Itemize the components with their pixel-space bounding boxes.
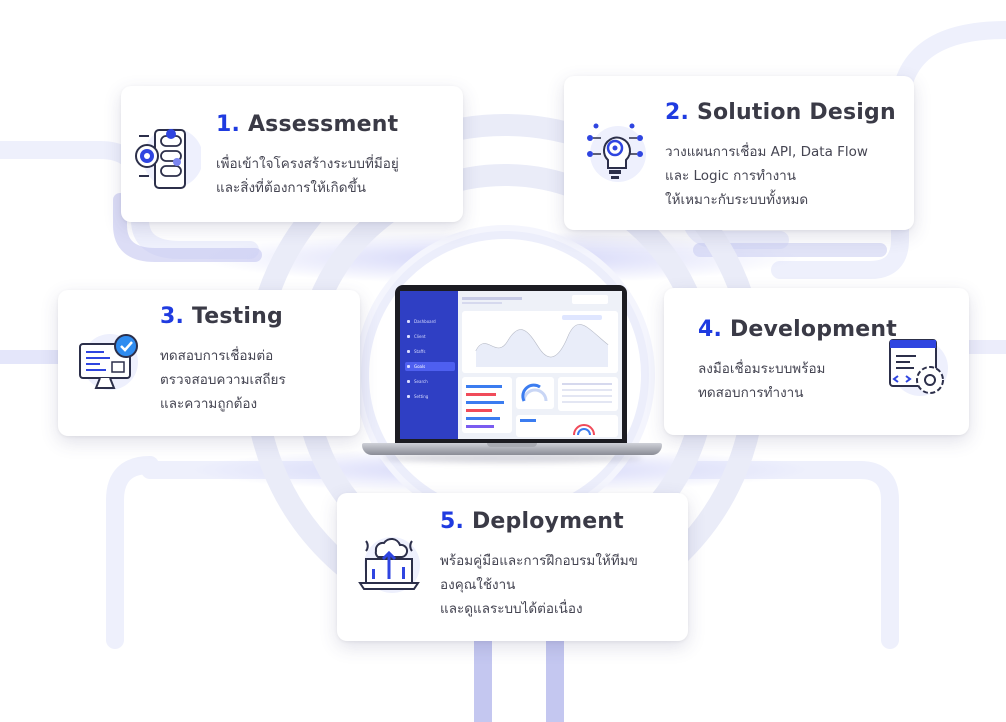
laptop-screen: Dashboard Client Staffs Goals Search Set… <box>395 285 627 445</box>
dashboard-line-chart-panel <box>462 311 618 373</box>
dashboard-nav-item: Setting <box>405 392 455 401</box>
dashboard-header <box>462 295 618 307</box>
laptop-shadow <box>382 453 642 463</box>
dashboard-nav-item: Dashboard <box>405 317 455 326</box>
dashboard-gauge-panel <box>516 377 554 409</box>
step-title: 2. Solution Design <box>665 100 896 125</box>
step-description: วางแผนการเชื่อม API, Data Flow และ Logic… <box>665 144 868 208</box>
dashboard-nav-item: Search <box>405 377 455 386</box>
laptop-base <box>362 443 662 455</box>
step-title: 5. Deployment <box>440 509 624 534</box>
lightbulb-gear-icon <box>582 120 648 190</box>
dashboard-screen: Dashboard Client Staffs Goals Search Set… <box>400 291 622 439</box>
laptop-dashboard-illustration: Dashboard Client Staffs Goals Search Set… <box>362 285 662 465</box>
step-description: เพื่อเข้าใจโครงสร้างระบบที่มีอยู่ และสิ่… <box>216 156 399 196</box>
step-card-solution-design: 2. Solution Design วางแผนการเชื่อม API, … <box>564 76 914 230</box>
assessment-flowchart-icon <box>133 124 203 196</box>
cloud-upload-laptop-icon <box>358 531 422 601</box>
dashboard-nav-item: Staffs <box>405 347 455 356</box>
step-card-assessment: 1. Assessment เพื่อเข้าใจโครงสร้างระบบที… <box>121 86 463 222</box>
dashboard-sidebar: Dashboard Client Staffs Goals Search Set… <box>400 291 458 439</box>
dashboard-nav-item: Client <box>405 332 455 341</box>
step-card-development: 4. Development ลงมือเชื่อมระบบพร้อม ทดสอ… <box>664 288 969 435</box>
code-window-gear-icon <box>886 334 952 404</box>
step-description: พร้อมคู่มือและการฝึกอบรมให้ทีมข องคุณใช้… <box>440 553 638 617</box>
step-title: 1. Assessment <box>216 112 399 137</box>
step-title: 3. Testing <box>160 304 283 329</box>
monitor-check-icon <box>76 332 142 400</box>
step-card-deployment: 5. Deployment พร้อมคู่มือและการฝึกอบรมให… <box>337 493 688 641</box>
step-card-testing: 3. Testing ทดสอบการเชื่อมต่อ ตรวจสอบความ… <box>58 290 360 436</box>
dashboard-bars-panel <box>462 377 512 433</box>
dashboard-nav-item: Goals <box>405 362 455 371</box>
step-description: ทดสอบการเชื่อมต่อ ตรวจสอบความเสถียร และค… <box>160 348 286 412</box>
dashboard-table-panel <box>558 377 618 411</box>
step-description: ลงมือเชื่อมระบบพร้อม ทดสอบการทำงาน <box>698 361 826 401</box>
dashboard-progress-panel <box>516 415 618 437</box>
step-title: 4. Development <box>698 317 898 342</box>
